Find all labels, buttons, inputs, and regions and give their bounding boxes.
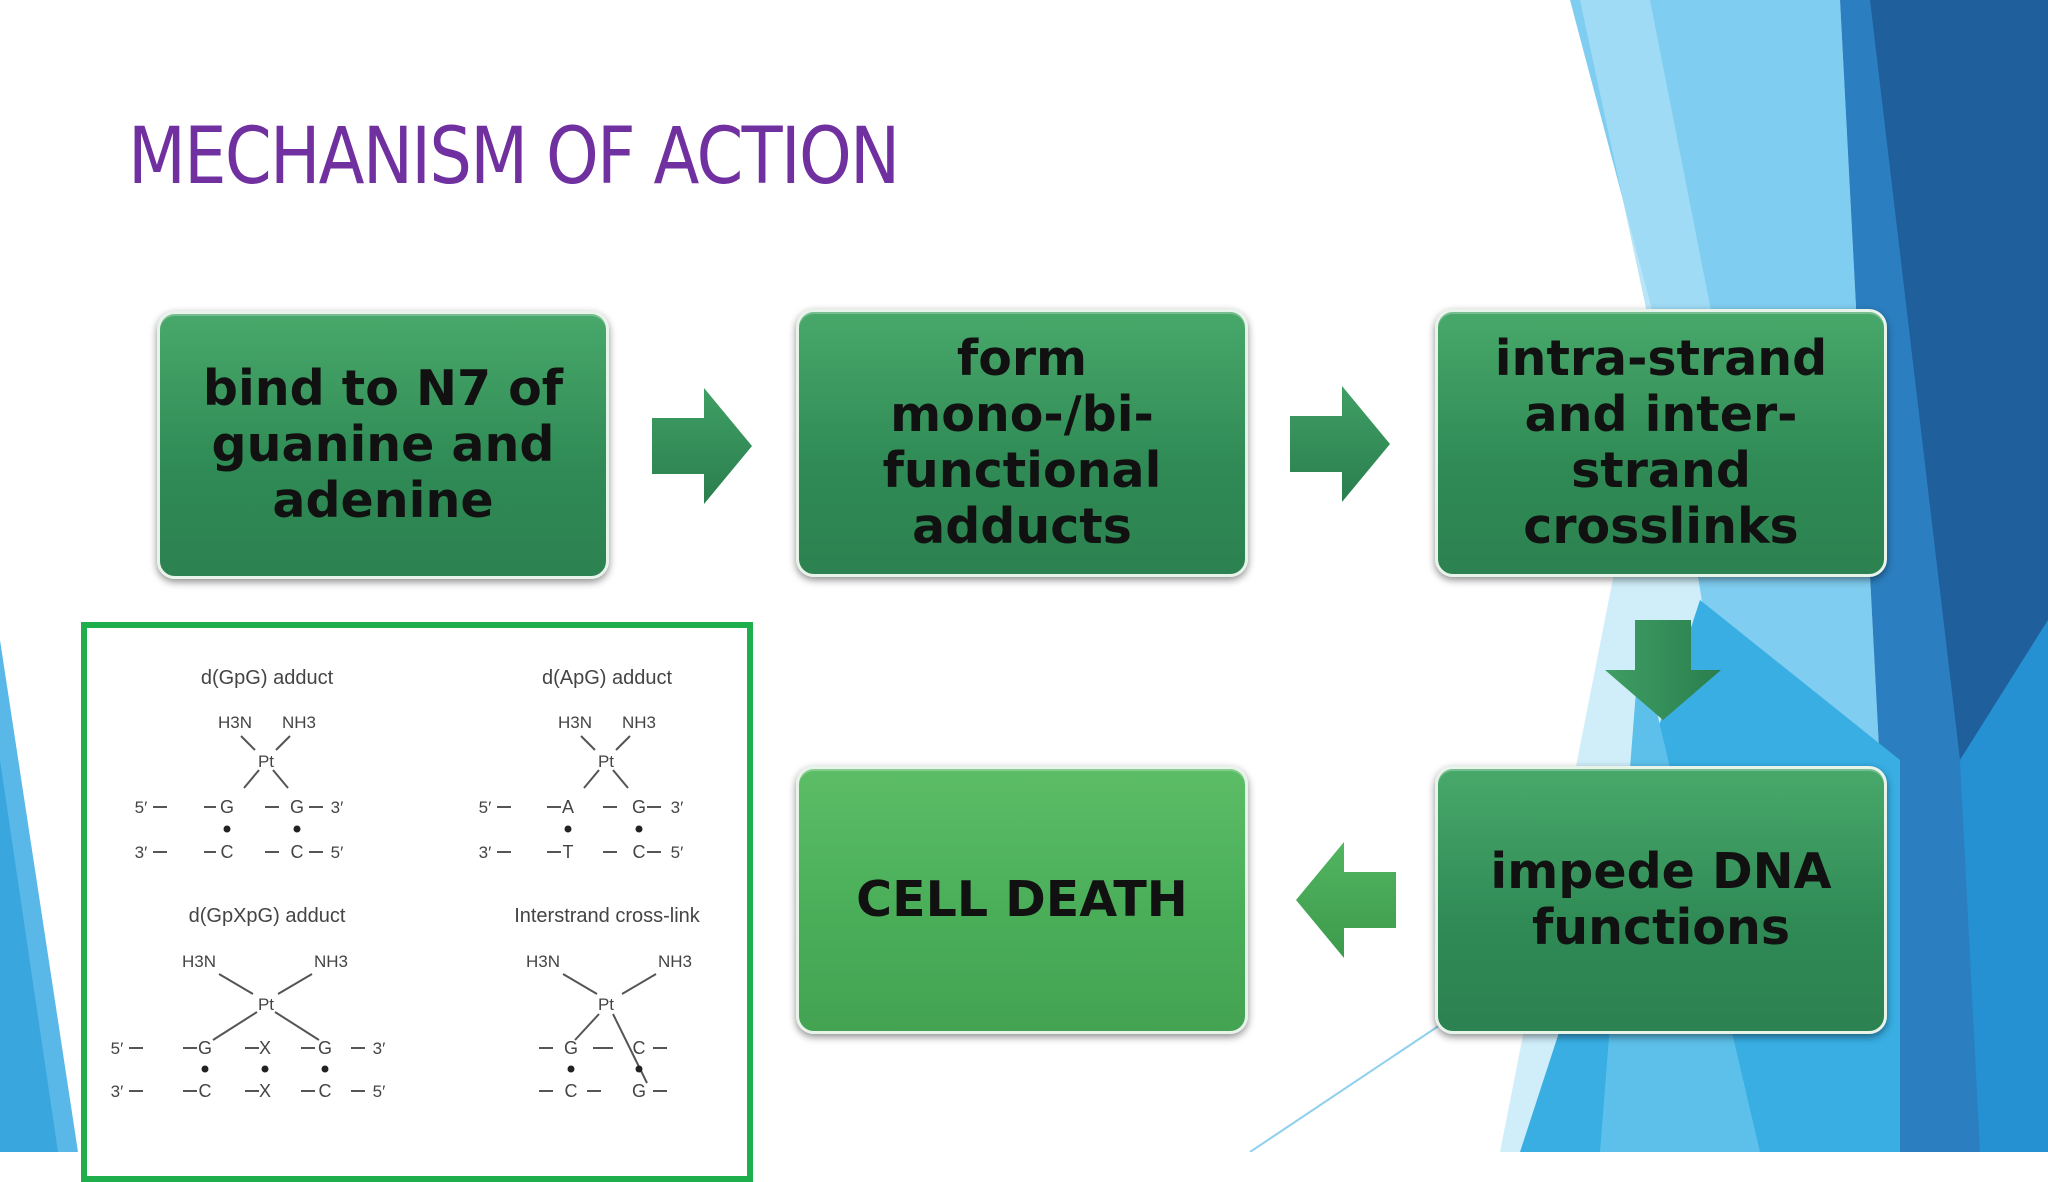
base-label: C (633, 1038, 646, 1058)
adduct-figure: d(GpG) adduct H3N NH3 Pt 5′ G G 3′ 3′ C … (81, 622, 753, 1182)
flow-step-label: bind to N7 of guanine and adenine (202, 360, 564, 529)
strand-label: 5′ (135, 798, 148, 817)
metal-label: Pt (598, 995, 614, 1014)
strand-label: 3′ (671, 798, 684, 817)
base-label: G (318, 1038, 332, 1058)
strand-label: 5′ (671, 843, 684, 862)
strand-label: 5′ (373, 1082, 386, 1101)
base-label: C (221, 842, 234, 862)
flow-step-label: intra-strand and inter-strand crosslinks (1494, 330, 1828, 555)
base-label: X (259, 1081, 271, 1101)
arrow-right-icon (652, 388, 752, 504)
base-label: C (199, 1081, 212, 1101)
strand-label: 5′ (479, 798, 492, 817)
panel-title: Interstrand cross-link (514, 905, 701, 927)
base-label: T (563, 842, 574, 862)
amine-label: H3N (182, 952, 216, 971)
amine-label: NH3 (622, 713, 656, 732)
amine-label: H3N (526, 952, 560, 971)
flow-step-form-adducts: form mono-/bi-functional adducts (796, 309, 1248, 577)
base-label: G (220, 797, 234, 817)
arrow-down-icon (1605, 620, 1721, 720)
amine-label: NH3 (314, 952, 348, 971)
strand-label: 3′ (111, 1082, 124, 1101)
flow-step-label: impede DNA functions (1490, 843, 1832, 956)
flow-step-label: CELL DEATH (856, 871, 1188, 928)
panel-title: d(GpXpG) adduct (189, 905, 346, 927)
strand-label: 3′ (135, 843, 148, 862)
base-label: G (564, 1038, 578, 1058)
metal-label: Pt (258, 752, 274, 771)
base-label: X (259, 1038, 271, 1058)
base-label: G (198, 1038, 212, 1058)
amine-label: NH3 (658, 952, 692, 971)
flow-step-bind-n7: bind to N7 of guanine and adenine (157, 311, 609, 579)
base-label: C (633, 842, 646, 862)
amine-label: H3N (558, 713, 592, 732)
metal-label: Pt (258, 995, 274, 1014)
arrow-left-icon (1296, 842, 1396, 958)
base-label: C (291, 842, 304, 862)
strand-label: 5′ (111, 1039, 124, 1058)
amine-label: NH3 (282, 713, 316, 732)
strand-label: 5′ (331, 843, 344, 862)
base-label: G (632, 797, 646, 817)
arrow-right-icon (1290, 386, 1390, 502)
strand-label: 3′ (373, 1039, 386, 1058)
metal-label: Pt (598, 752, 614, 771)
flow-step-impede-dna: impede DNA functions (1435, 766, 1887, 1034)
base-label: G (632, 1081, 646, 1101)
panel-title: d(GpG) adduct (201, 667, 334, 689)
strand-label: 3′ (331, 798, 344, 817)
flow-step-cell-death: CELL DEATH (796, 766, 1248, 1034)
strand-label: 3′ (479, 843, 492, 862)
amine-label: H3N (218, 713, 252, 732)
base-label: C (319, 1081, 332, 1101)
base-label: A (562, 797, 574, 817)
base-label: G (290, 797, 304, 817)
slide-title: MECHANISM OF ACTION (128, 112, 900, 202)
base-label: C (565, 1081, 578, 1101)
flow-step-crosslinks: intra-strand and inter-strand crosslinks (1435, 309, 1887, 577)
flow-step-label: form mono-/bi-functional adducts (882, 330, 1162, 555)
panel-title: d(ApG) adduct (542, 667, 673, 689)
adduct-structures: d(GpG) adduct H3N NH3 Pt 5′ G G 3′ 3′ C … (111, 667, 701, 1101)
